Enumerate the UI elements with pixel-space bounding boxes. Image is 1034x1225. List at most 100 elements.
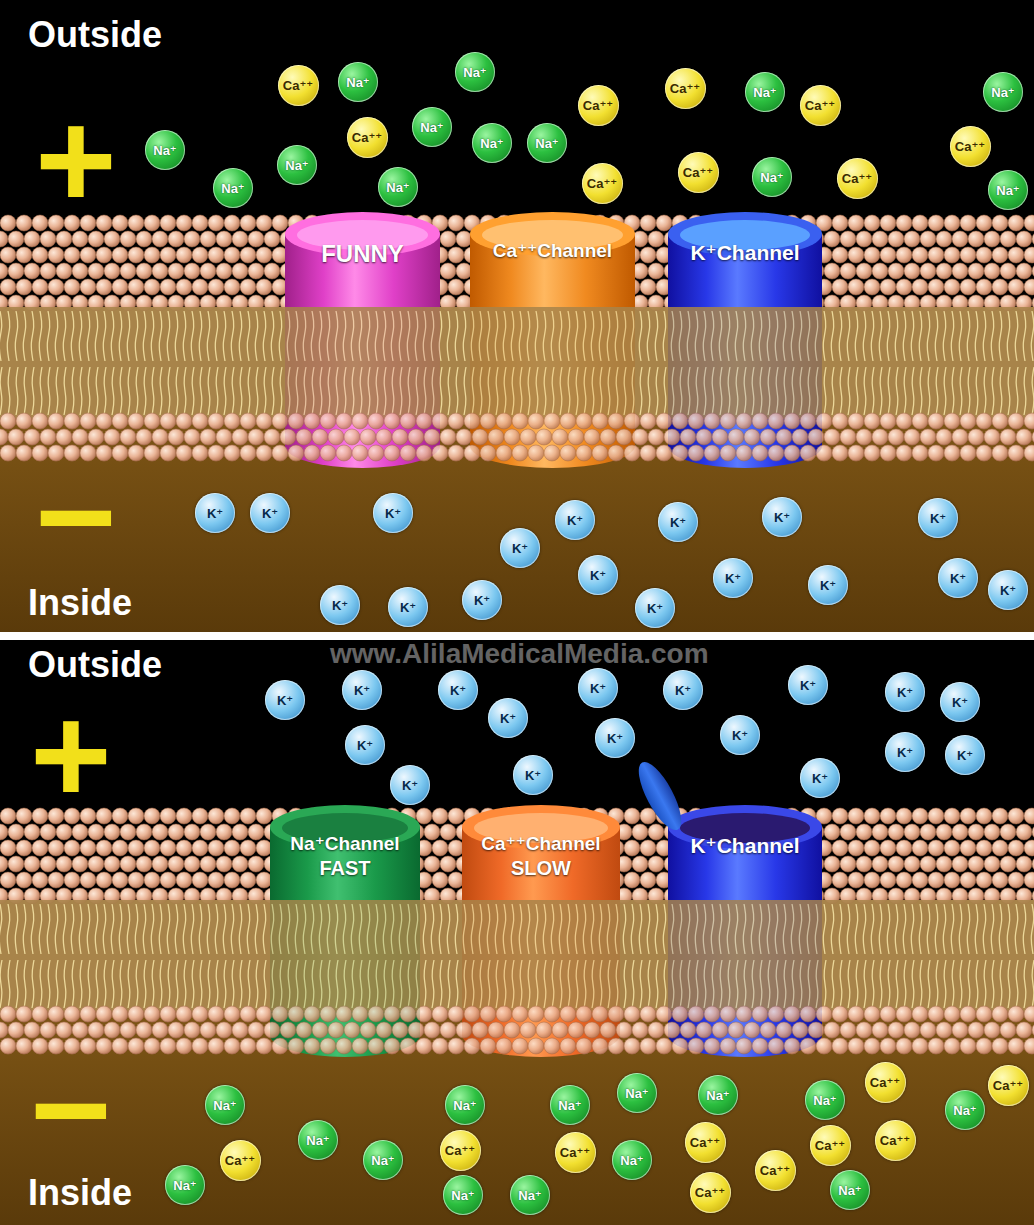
lipid-tail (968, 367, 970, 415)
lipid-tail (839, 904, 841, 954)
lipid-head (880, 215, 896, 231)
lipid-head (1000, 824, 1016, 840)
lipid-tail (280, 367, 282, 415)
lipid-head (1024, 808, 1034, 824)
ion-circle: Na⁺ (527, 123, 567, 163)
lipid-head (960, 1006, 976, 1022)
lipid-tail (176, 367, 178, 415)
lipid-head (112, 279, 128, 295)
lipid-head (960, 808, 976, 824)
lipid-head (896, 872, 912, 888)
ion-circle: Ca⁺⁺ (278, 65, 319, 106)
lipid-head (960, 413, 976, 429)
lipid-head (992, 872, 1008, 888)
ion-label: K⁺ (207, 506, 223, 521)
lipid-tail (87, 311, 89, 361)
lipid-head (872, 295, 888, 311)
ion-circle: Na⁺ (698, 1075, 738, 1115)
lipid-head (72, 824, 88, 840)
lipid-head (240, 808, 256, 824)
lipid-head (152, 429, 168, 445)
lipid-head (152, 263, 168, 279)
lipid-head (24, 888, 40, 904)
lipid-head (16, 279, 32, 295)
ion-label: Na⁺ (753, 85, 776, 100)
ion-circle: K⁺ (635, 588, 675, 628)
lipid-head (144, 1006, 160, 1022)
ion-circle: Na⁺ (205, 1085, 245, 1125)
lipid-tail (920, 367, 922, 415)
lipid-head (136, 1022, 152, 1038)
lipid-head (64, 1006, 80, 1022)
lipid-head (256, 1038, 272, 1054)
lipid-head (944, 872, 960, 888)
lipid-tail (7, 311, 9, 361)
lipid-head (936, 824, 952, 840)
ion-circle: K⁺ (500, 528, 540, 568)
lipid-head (256, 279, 272, 295)
lipid-tail (232, 367, 234, 415)
lipid-tail (127, 904, 129, 954)
lipid-head (64, 247, 80, 263)
lipid-head (448, 247, 464, 263)
lipid-tail (112, 367, 114, 415)
ion-label: Ca⁺⁺ (695, 1185, 725, 1200)
lipid-head (944, 445, 960, 461)
lipid-head (640, 1006, 656, 1022)
lipid-head (144, 872, 160, 888)
lipid-head (1008, 279, 1024, 295)
lipid-head (904, 824, 920, 840)
lipid-head (56, 856, 72, 872)
ion-circle: Ca⁺⁺ (347, 117, 388, 158)
lipid-head (240, 413, 256, 429)
lipid-head (944, 1006, 960, 1022)
lipid-tail (248, 960, 250, 1008)
lipid-head (8, 263, 24, 279)
lipid-head (424, 824, 440, 840)
ion-circle: K⁺ (513, 755, 553, 795)
lipid-tail (40, 367, 42, 415)
lipid-head (208, 413, 224, 429)
lipid-tail (1032, 960, 1034, 1008)
lipid-head (152, 888, 168, 904)
lipid-tail (824, 367, 826, 415)
lipid-tail (343, 311, 345, 361)
lipid-head (456, 263, 472, 279)
lipid-head (824, 231, 840, 247)
lipid-head (840, 263, 856, 279)
lipid-head (56, 1022, 72, 1038)
lipid-tail (912, 367, 914, 415)
cylinder-body (462, 827, 620, 1057)
lipid-tail (40, 960, 42, 1008)
ion-label: K⁺ (567, 513, 583, 528)
lipid-head (1032, 429, 1034, 445)
lipid-head (32, 279, 48, 295)
lipid-head (256, 413, 272, 429)
lipid-head (648, 295, 664, 311)
lipid-head (128, 1006, 144, 1022)
lipid-tail (216, 367, 218, 415)
lipid-tail (271, 311, 273, 361)
ion-label: Ca⁺⁺ (670, 81, 700, 96)
lipid-head (832, 413, 848, 429)
ion-circle: Na⁺ (612, 1140, 652, 1180)
lipid-head (24, 856, 40, 872)
lipid-tail (144, 367, 146, 415)
lipid-head (224, 445, 240, 461)
ion-circle: K⁺ (438, 670, 478, 710)
lipid-tail (367, 311, 369, 361)
lipid-head (984, 429, 1000, 445)
lipid-head (0, 824, 8, 840)
lipid-tail (1023, 311, 1025, 361)
lipid-head (848, 840, 864, 856)
lipid-head (176, 247, 192, 263)
lipid-core (0, 307, 1034, 419)
lipid-head (448, 215, 464, 231)
lipid-tail (1008, 960, 1010, 1008)
lipid-tail (32, 960, 34, 1008)
lipid-tail (447, 311, 449, 361)
ion-circle: K⁺ (713, 558, 753, 598)
lipid-head (144, 445, 160, 461)
lipid-tail (103, 311, 105, 361)
lipid-tail (255, 311, 257, 361)
